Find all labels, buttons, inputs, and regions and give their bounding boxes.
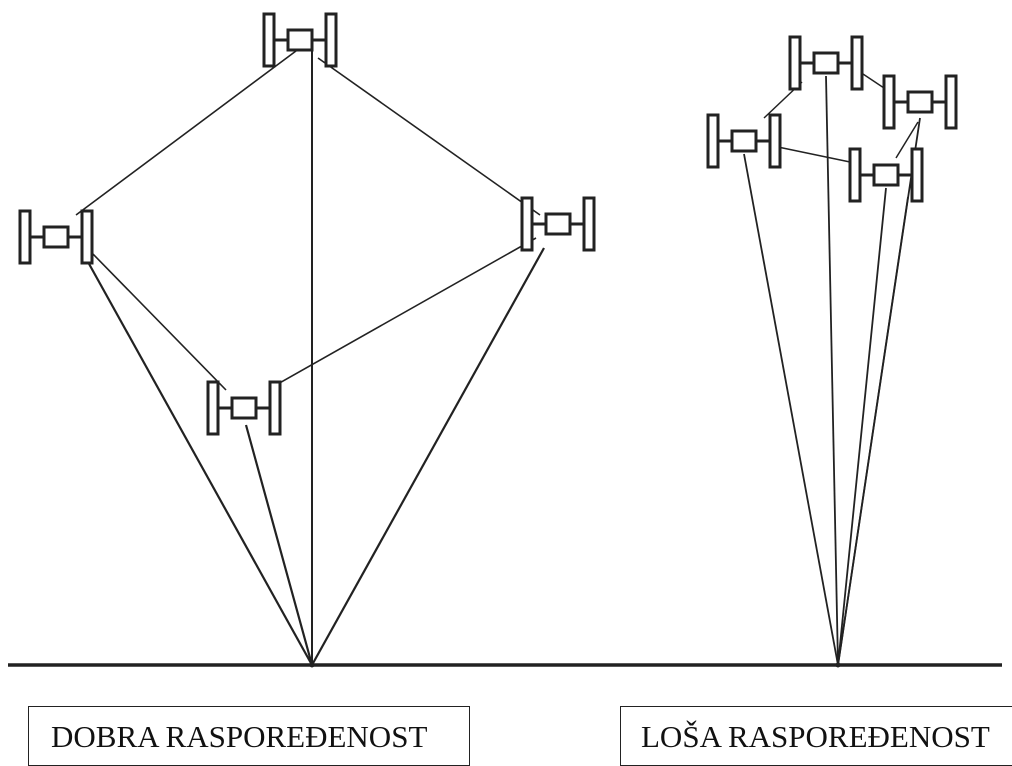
bad-geometry-group <box>743 71 921 666</box>
bad-distribution-label: LOŠA RASPOREĐENOST <box>620 706 1012 766</box>
connector <box>275 237 537 386</box>
good-geometry-group <box>75 47 545 666</box>
connector <box>777 146 851 163</box>
sightline <box>311 247 545 666</box>
satellite-icon <box>262 12 338 68</box>
sightline <box>743 153 839 666</box>
good-distribution-label: DOBRA RASPOREĐENOST <box>28 706 470 766</box>
connector <box>317 57 541 216</box>
sightline <box>837 117 921 666</box>
connector <box>895 121 919 159</box>
satellite-icon <box>206 380 282 436</box>
sightline <box>825 75 839 666</box>
sightline <box>837 187 887 666</box>
receiver-point <box>309 662 315 668</box>
satellite-icon <box>18 209 94 265</box>
receiver-point <box>835 662 841 668</box>
sightline <box>87 261 313 666</box>
connector <box>75 47 301 216</box>
connector <box>91 252 227 391</box>
sightline <box>244 424 314 666</box>
satellite-icon <box>706 113 782 169</box>
satellite-icon <box>520 196 596 252</box>
